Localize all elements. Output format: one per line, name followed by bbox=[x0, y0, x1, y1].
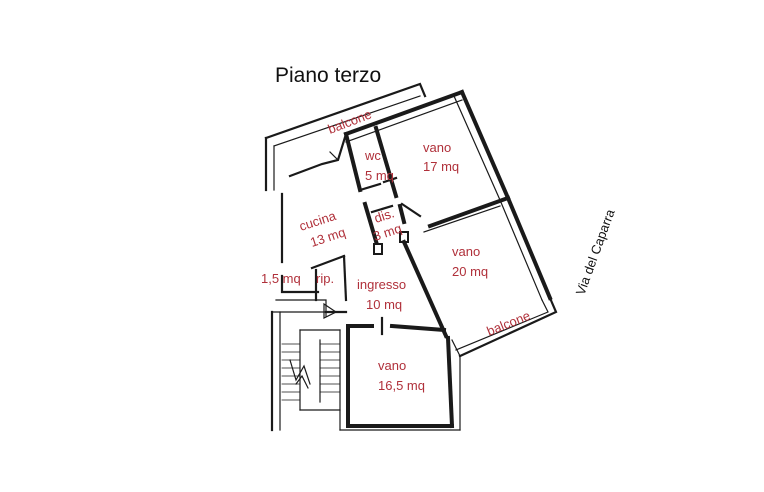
interior-walls bbox=[310, 125, 511, 339]
stairwell bbox=[270, 310, 341, 432]
room-area-ingresso: 10 mq bbox=[366, 297, 402, 312]
room-label-vano-16: vano bbox=[378, 358, 406, 373]
room-label-vano-20: vano bbox=[452, 244, 480, 259]
outer-walls bbox=[264, 82, 558, 431]
room-label-dis: dis. bbox=[372, 205, 396, 226]
street-label: Via del Caparra bbox=[573, 207, 618, 298]
room-area-vano-20: 20 mq bbox=[452, 264, 488, 279]
room-area-vano-17: 17 mq bbox=[423, 159, 459, 174]
room-label-ingresso: ingresso bbox=[357, 277, 406, 292]
room-label-rip: rip. bbox=[316, 271, 334, 286]
plan-title: Piano terzo bbox=[275, 64, 381, 87]
room-area-rip: 1,5 mq bbox=[261, 271, 301, 286]
room-area-wc: 5 mq bbox=[365, 168, 394, 183]
room-label-wc: wc bbox=[364, 148, 381, 163]
room-label-vano-17: vano bbox=[423, 140, 451, 155]
room-labels: balcone wc 5 mq vano 17 mq cucina 13 mq … bbox=[261, 106, 532, 393]
room-area-vano-16: 16,5 mq bbox=[378, 378, 425, 393]
